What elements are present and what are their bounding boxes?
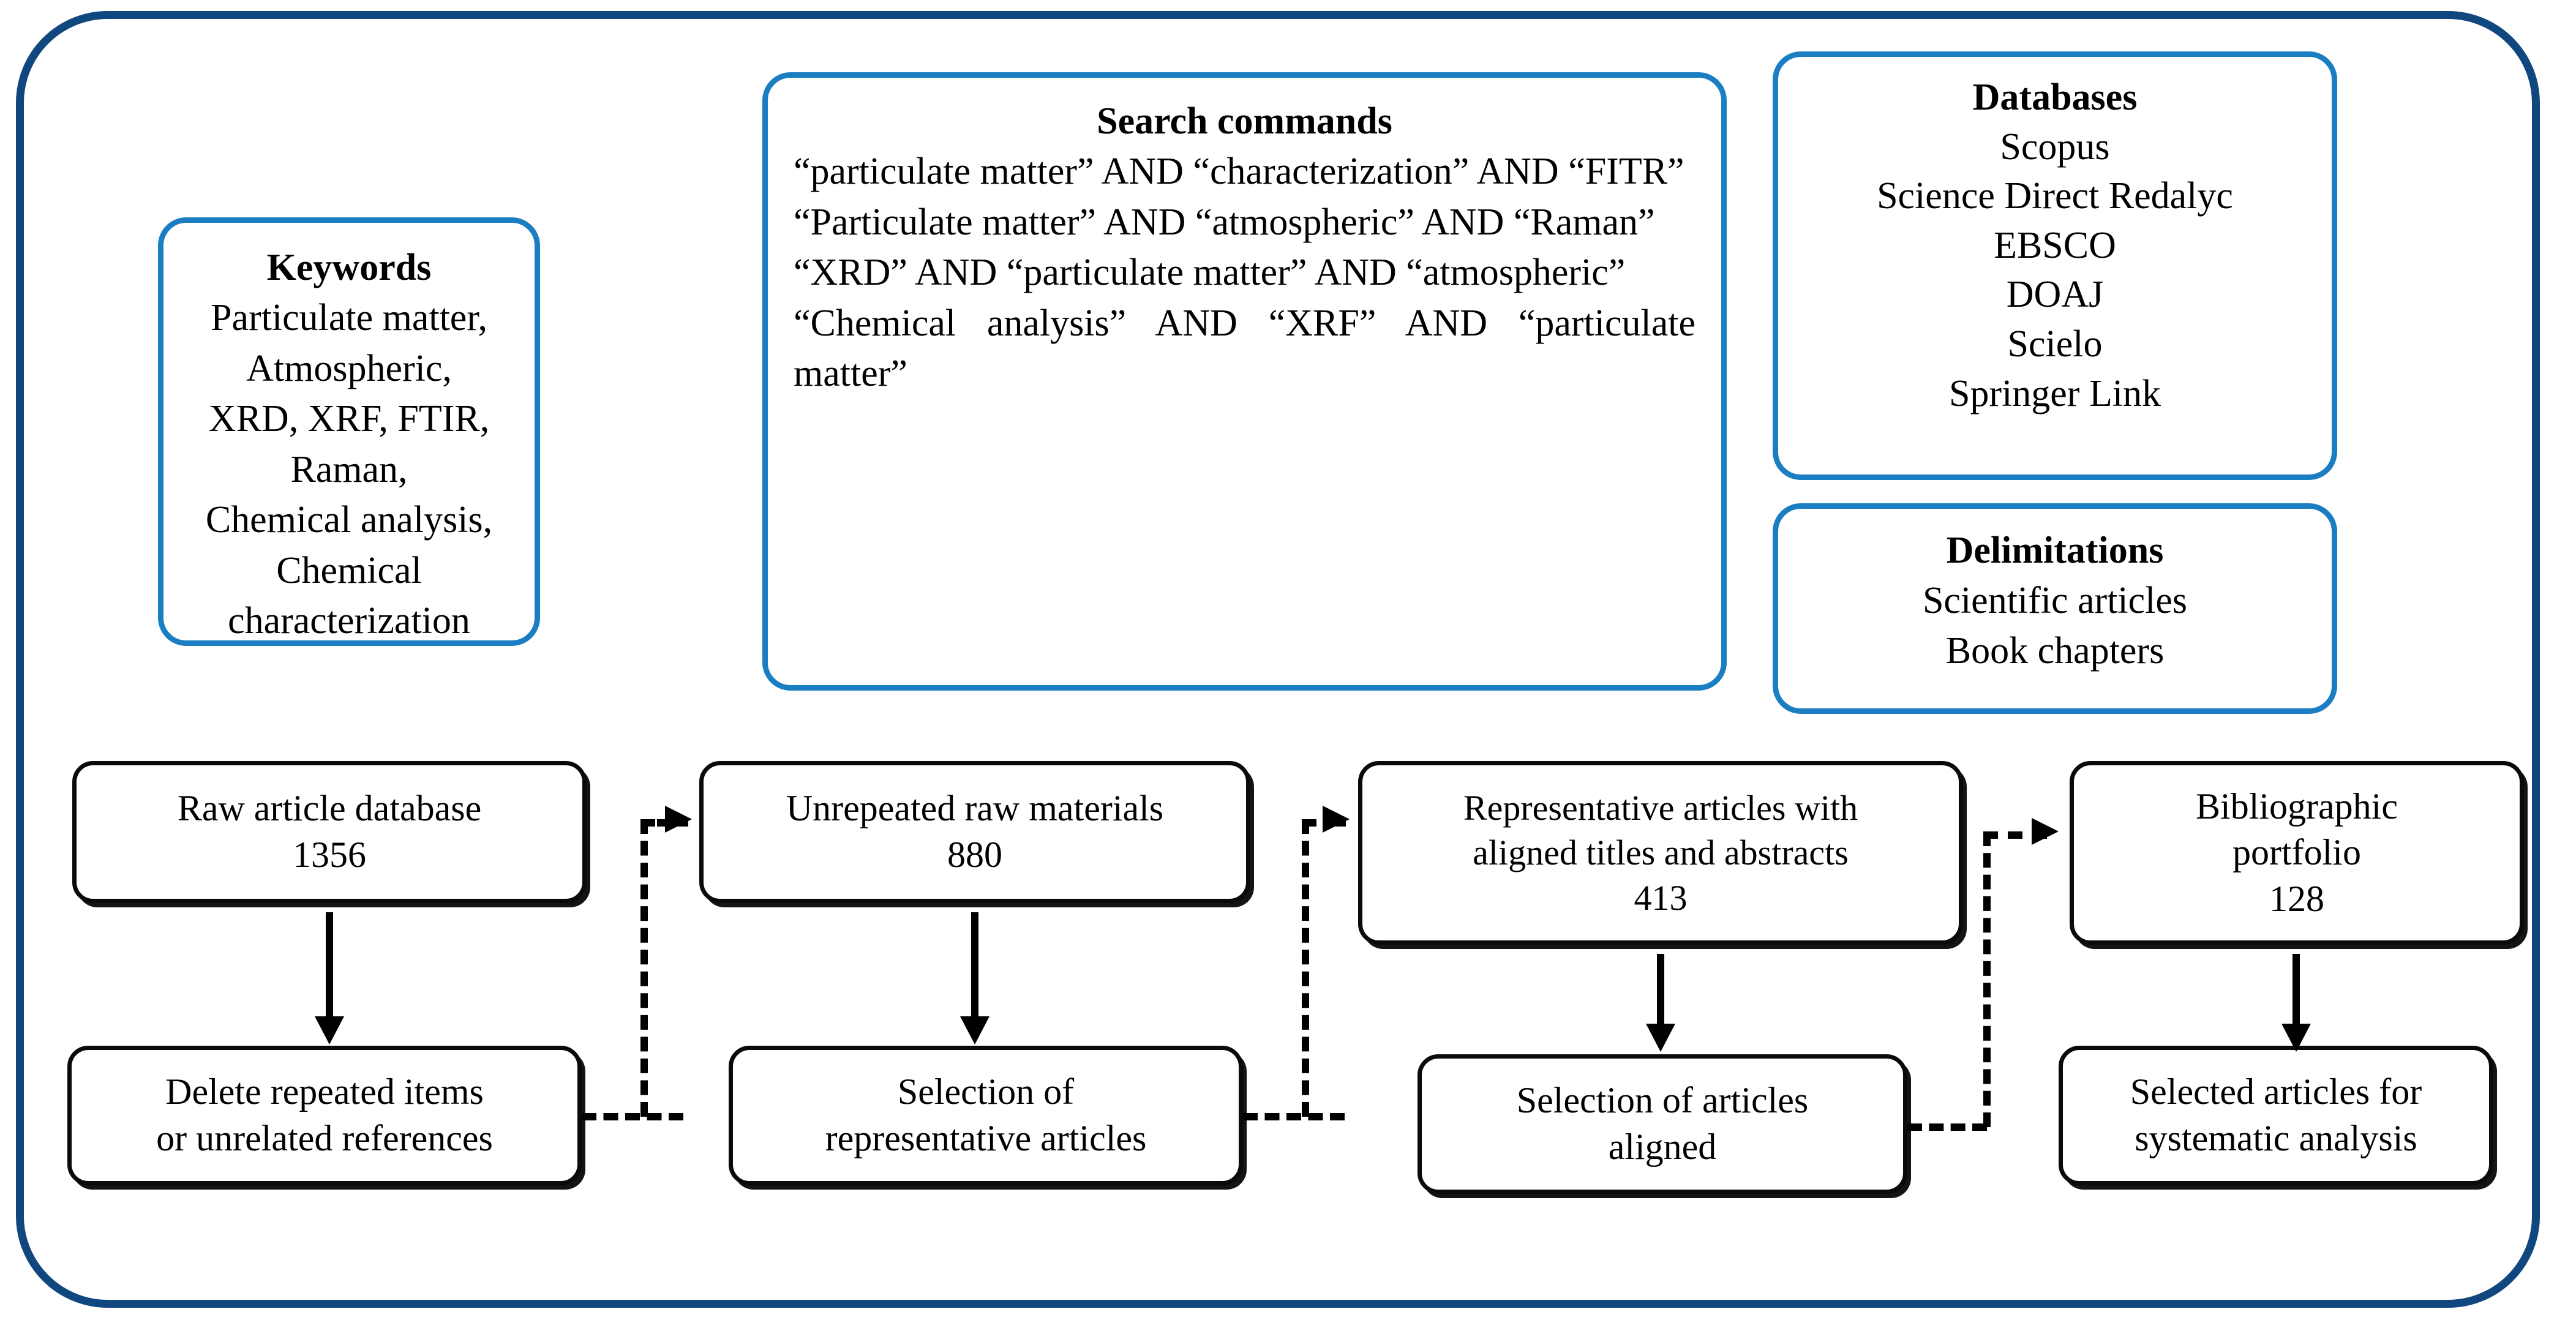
delimitations-title: Delimitations [1946, 530, 2164, 571]
database-item-5: Scielo [2007, 323, 2103, 365]
delimitation-item-2: Book chapters [1945, 629, 2165, 672]
unrepeated-raw-materials-count: 880 [947, 834, 1002, 875]
dashed-connector-c-segment-horizontal-top [1983, 831, 2047, 839]
arrow-head [1646, 1024, 1675, 1052]
selection-representative-line-1: Selection of [897, 1071, 1075, 1112]
flow-box-selected-articles-systematic: Selected articles for systematic analysi… [2059, 1046, 2493, 1185]
arrow-right-icon-connector-a [665, 806, 692, 833]
flow-box-representative-articles: Representative articles with aligned tit… [1358, 761, 1963, 945]
search-command-2: “Particulate matter” AND “atmospheric” A… [794, 201, 1655, 243]
databases-title: Databases [1972, 77, 2138, 118]
delete-repeated-items-line-1: Delete repeated items [165, 1071, 484, 1112]
arrow-shaft [326, 912, 333, 1020]
arrow-shaft [1657, 954, 1664, 1027]
selection-representative-line-2: representative articles [825, 1118, 1147, 1158]
keywords-line-6: Chemical [276, 549, 422, 591]
selection-articles-aligned-line-1: Selection of articles [1516, 1080, 1809, 1121]
bibliographic-portfolio-label-line-2: portfolio [2232, 832, 2361, 873]
search-commands-title: Search commands [1097, 100, 1392, 142]
flow-box-selection-representative: Selection of representative articles [729, 1046, 1243, 1185]
raw-article-database-count: 1356 [293, 834, 366, 875]
search-commands-box: Search commands “particulate matter” AND… [762, 72, 1727, 691]
arrow-head [960, 1016, 989, 1044]
search-command-3: “XRD” AND “particulate matter” AND “atmo… [794, 252, 1626, 294]
raw-article-database-label: Raw article database [177, 788, 482, 829]
arrow-head [315, 1016, 344, 1044]
databases-box: Databases Scopus Science Direct Redalyc … [1773, 51, 2337, 480]
representative-articles-label-line-1: Representative articles with [1463, 788, 1858, 828]
keywords-line-2: Atmospheric, [246, 347, 452, 389]
arrow-shaft [971, 912, 978, 1020]
dashed-connector-b-segment-horizontal-bottom [1243, 1113, 1345, 1120]
keywords-line-3: XRD, XRF, FTIR, [208, 398, 490, 440]
dashed-connector-a-segment-vertical [640, 819, 648, 1117]
dashed-connector-a-segment-horizontal-bottom [582, 1113, 683, 1120]
dashed-connector-b-segment-vertical [1302, 819, 1309, 1117]
delete-repeated-items-line-2: or unrelated references [156, 1118, 493, 1158]
keywords-line-5: Chemical analysis, [205, 499, 493, 541]
selected-articles-systematic-line-2: systematic analysis [2135, 1118, 2417, 1158]
keywords-line-4: Raman, [290, 448, 408, 490]
delimitation-item-1: Scientific articles [1922, 579, 2188, 621]
keywords-title: Keywords [266, 247, 432, 288]
selected-articles-systematic-line-1: Selected articles for [2130, 1071, 2422, 1112]
flow-box-bibliographic-portfolio: Bibliographic portfolio 128 [2070, 761, 2524, 945]
representative-articles-label-line-2: aligned titles and abstracts [1473, 833, 1849, 873]
arrow-shaft [2292, 954, 2300, 1027]
flow-box-unrepeated-raw-materials: Unrepeated raw materials 880 [699, 761, 1250, 903]
database-item-3: EBSCO [1994, 224, 2116, 266]
arrow-right-icon-connector-c [2032, 818, 2059, 845]
representative-articles-count: 413 [1634, 877, 1688, 918]
keywords-box: Keywords Particulate matter, Atmospheric… [158, 217, 540, 646]
selection-articles-aligned-line-2: aligned [1608, 1127, 1717, 1167]
database-item-2: Science Direct Redalyc [1877, 175, 2233, 217]
database-item-4: DOAJ [2006, 274, 2104, 316]
outer-frame-border [16, 11, 2540, 1308]
unrepeated-raw-materials-label: Unrepeated raw materials [786, 788, 1164, 829]
bibliographic-portfolio-count: 128 [2269, 878, 2324, 919]
flow-box-raw-article-database: Raw article database 1356 [72, 761, 587, 903]
dashed-connector-c-segment-vertical [1983, 831, 1991, 1127]
database-item-1: Scopus [2000, 126, 2110, 168]
arrow-head [2281, 1024, 2311, 1052]
arrow-right-icon-connector-b [1323, 806, 1350, 833]
delimitations-box: Delimitations Scientific articles Book c… [1773, 503, 2337, 714]
database-item-6: Springer Link [1948, 372, 2161, 414]
keywords-line-7: characterization [228, 600, 470, 642]
dashed-connector-c-segment-horizontal-bottom [1907, 1123, 1987, 1131]
flow-box-delete-repeated-items: Delete repeated items or unrelated refer… [67, 1046, 582, 1185]
search-command-4: “Chemical analysis” AND “XRF” AND “parti… [794, 302, 1695, 395]
search-command-1: “particulate matter” AND “characterizati… [794, 151, 1684, 193]
bibliographic-portfolio-label-line-1: Bibliographic [2196, 786, 2398, 827]
keywords-line-1: Particulate matter, [211, 297, 487, 339]
flow-box-selection-articles-aligned: Selection of articles aligned [1418, 1054, 1907, 1194]
